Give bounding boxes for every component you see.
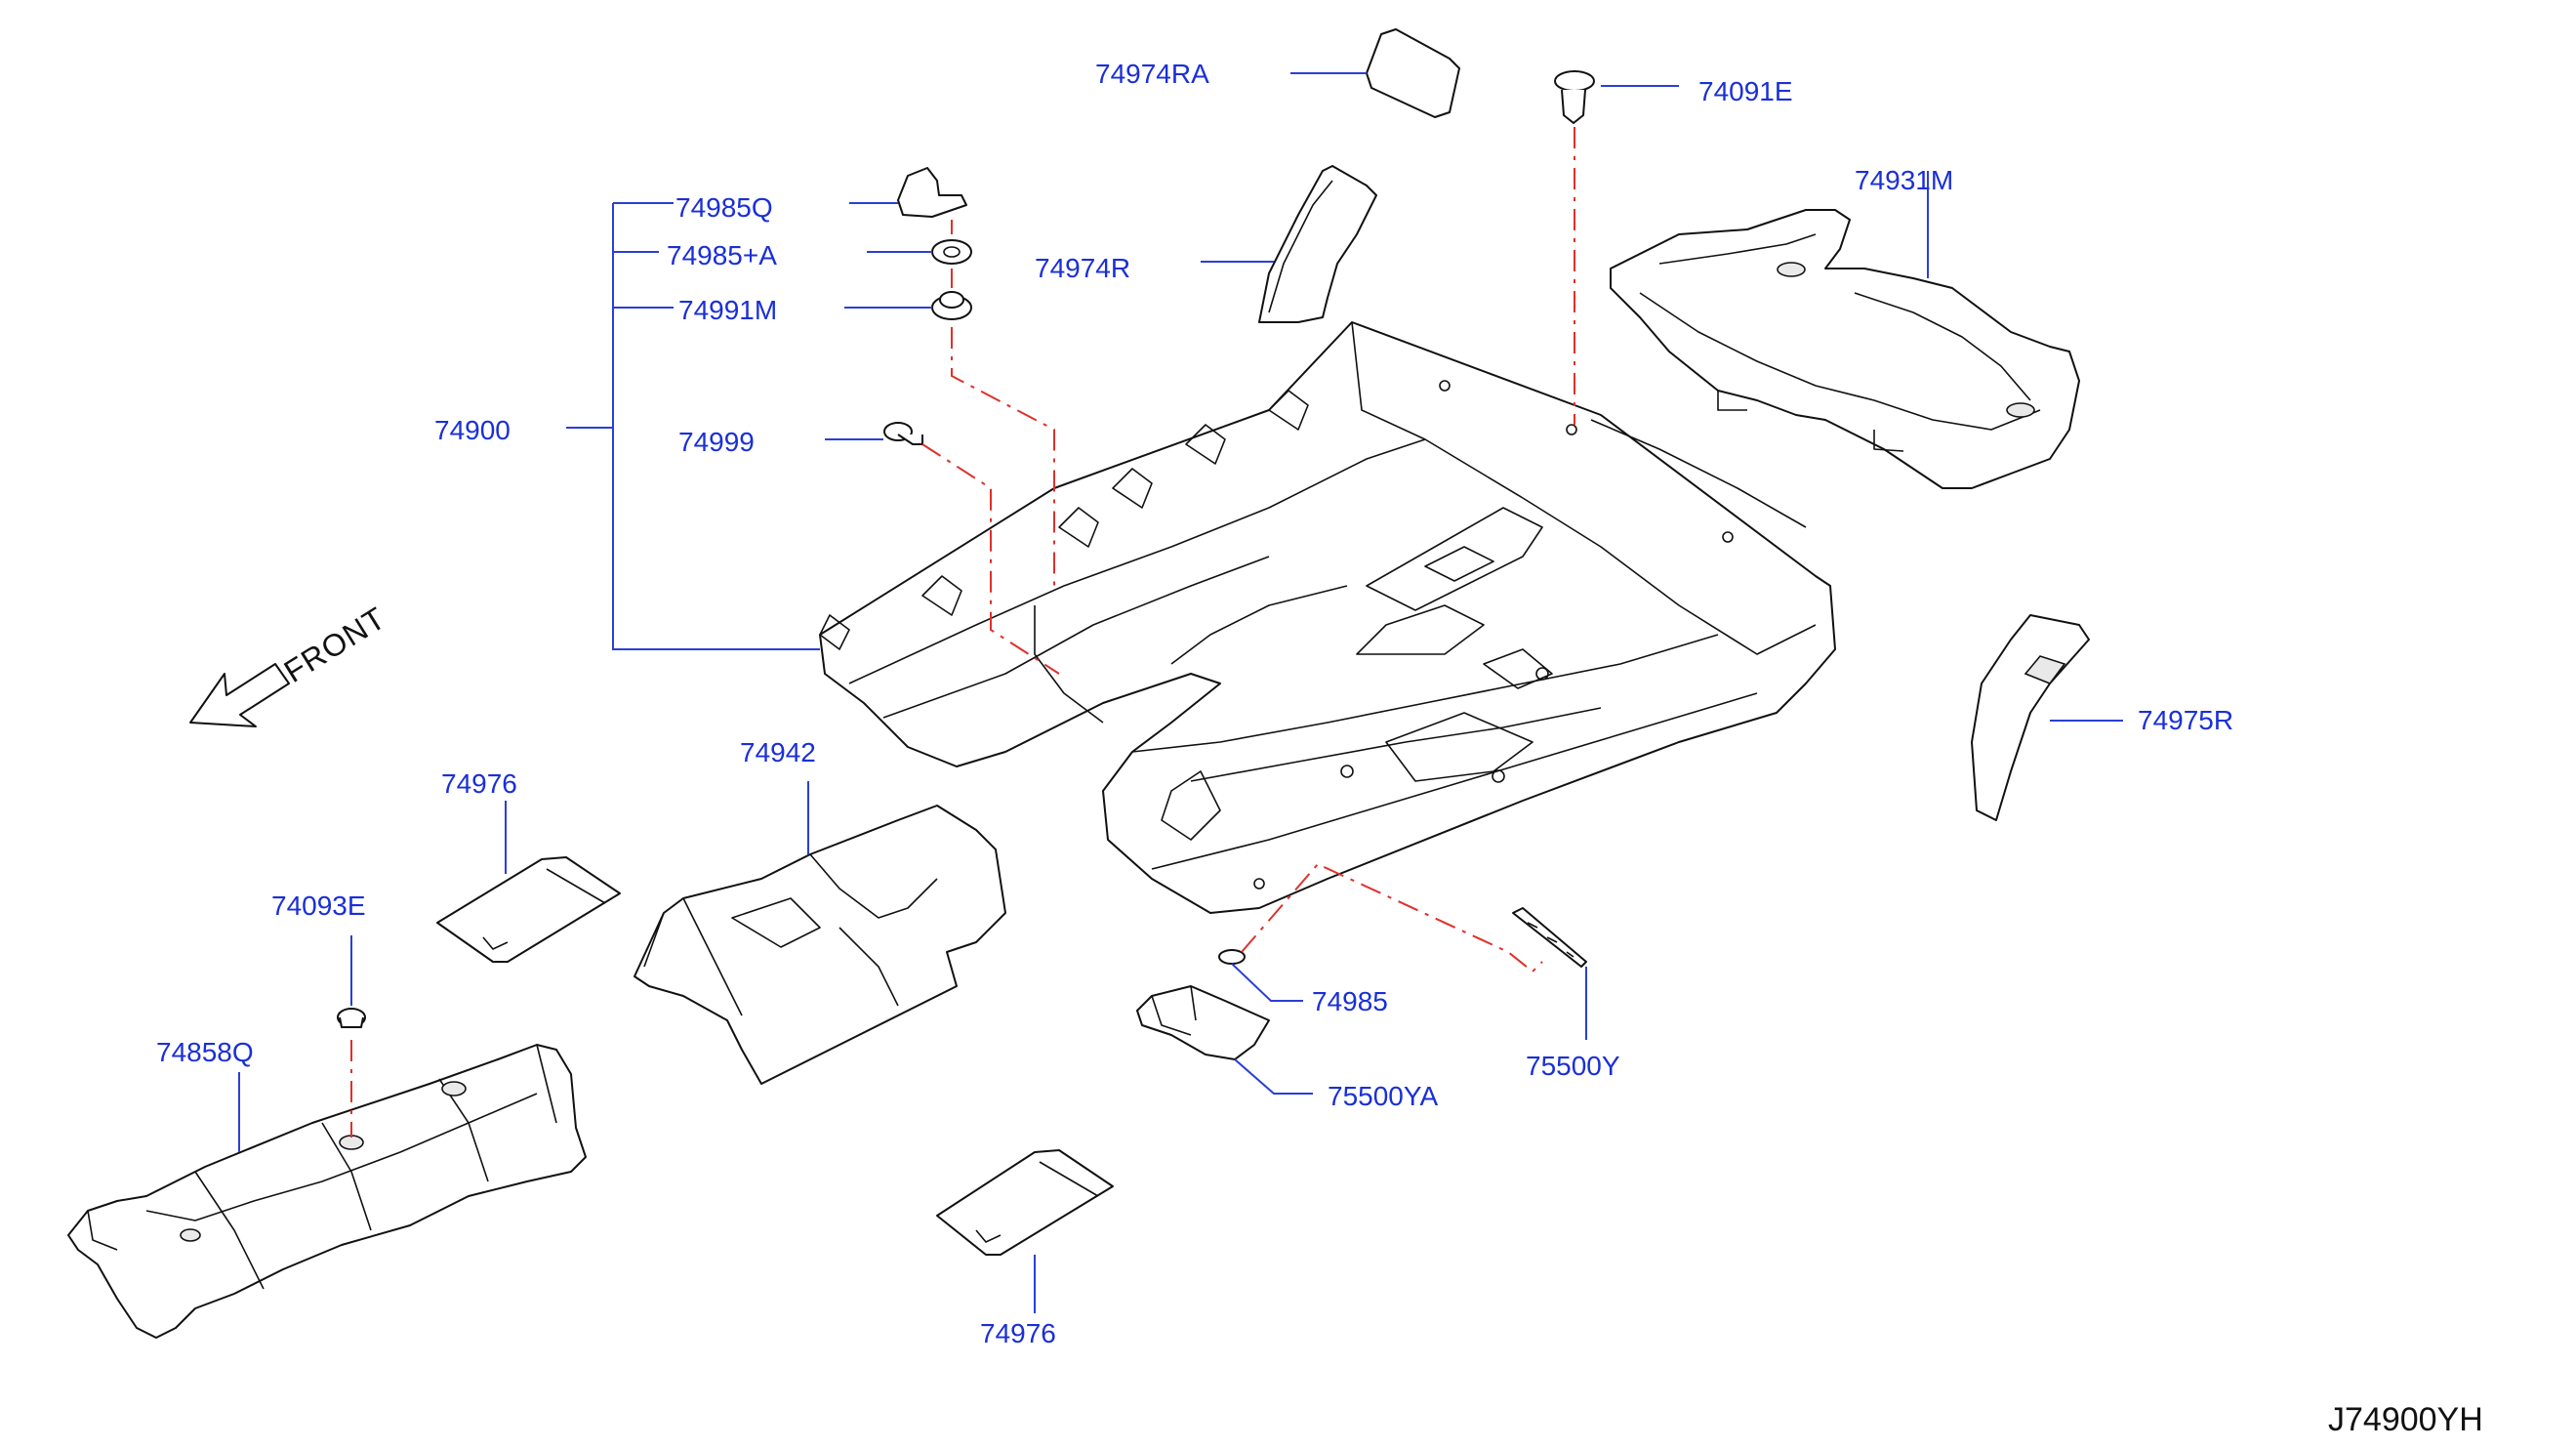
- callout-74985: 74985: [1312, 986, 1388, 1016]
- callout-74974R: 74974R: [1035, 253, 1130, 283]
- callout-74991M: 74991M: [678, 295, 777, 325]
- bracket-75500YA: [1136, 985, 1270, 1060]
- trim-pad-74974RA: [1366, 28, 1460, 118]
- clip-74999: [883, 422, 923, 445]
- callout-74858Q: 74858Q: [156, 1037, 254, 1067]
- grommet-74991M: [931, 291, 972, 320]
- callout-75500Y: 75500Y: [1526, 1051, 1620, 1081]
- callout-74091E: 74091E: [1698, 76, 1793, 106]
- front-label: FRONT: [278, 600, 392, 689]
- side-trim-74974R: [1258, 165, 1377, 323]
- tunnel-insulator-74942: [634, 805, 1006, 1085]
- rear-floor-carpet: [1610, 209, 2080, 489]
- dashed-connection-lines: [350, 127, 1575, 1138]
- clip-strip-75500Y: [1512, 907, 1587, 968]
- front-arrow: FRONT: [189, 600, 392, 727]
- document-code: J74900YH: [2328, 1401, 2483, 1438]
- callout-74999: 74999: [678, 427, 755, 457]
- callout-74974RA: 74974RA: [1095, 59, 1209, 89]
- floor-pad-74976-lower: [936, 1149, 1114, 1256]
- callout-74942: 74942: [740, 737, 816, 767]
- callout-74975R: 74975R: [2138, 705, 2233, 735]
- callout-74976-lower: 74976: [980, 1318, 1056, 1348]
- heat-insulator-74858Q: [67, 1044, 587, 1339]
- pillar-trim-74975R: [1971, 614, 2090, 821]
- callout-74976-upper: 74976: [441, 768, 517, 799]
- callout-74985-plus-a: 74985+A: [667, 240, 777, 270]
- clip-74091E: [1554, 70, 1595, 124]
- leader-lines: [238, 72, 2123, 1313]
- floor-carpet: [819, 321, 1836, 914]
- floor-pad-74976-upper: [436, 856, 621, 963]
- callout-74093E: 74093E: [271, 890, 366, 921]
- washer-74985A: [931, 239, 972, 265]
- callout-75500YA: 75500YA: [1328, 1081, 1438, 1111]
- washer-74985: [1218, 949, 1246, 965]
- callouts: 74974RA 74091E 74985Q 74985+A 74991M 749…: [156, 59, 2233, 1348]
- callout-74931M: 74931M: [1855, 165, 1953, 195]
- clip-74985Q: [897, 167, 967, 218]
- nut-74093E: [337, 1008, 366, 1028]
- callout-74985Q: 74985Q: [675, 192, 773, 223]
- callout-74900: 74900: [434, 415, 511, 445]
